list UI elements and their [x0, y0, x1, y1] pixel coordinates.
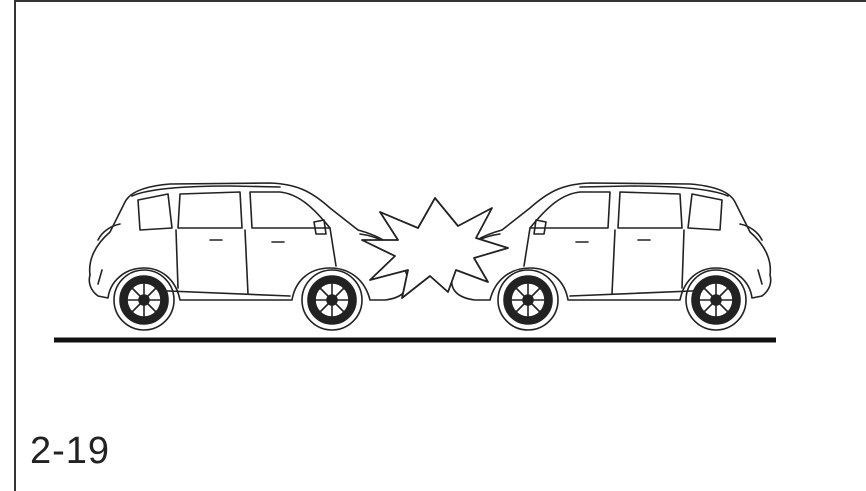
- right-car-icon: [452, 183, 771, 330]
- left-car-rear-wheel-icon: [114, 270, 174, 330]
- collision-illustration: [40, 170, 820, 360]
- collision-starburst-icon: [362, 198, 508, 298]
- figure-number: 2-19: [30, 430, 110, 473]
- left-car-front-wheel-icon: [302, 270, 362, 330]
- frame-top-rule: [14, 0, 866, 2]
- left-car-icon: [89, 183, 408, 330]
- frame-left-rule: [14, 0, 16, 491]
